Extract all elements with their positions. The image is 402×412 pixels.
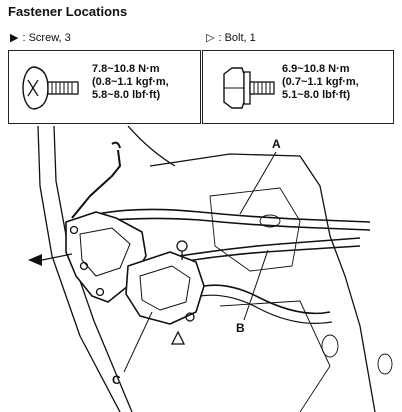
- callout-b-label: B: [236, 321, 245, 335]
- bolt-torque-spec: 6.9~10.8 N·m (0.7~1.1 kgf·m, 5.1~8.0 lbf…: [282, 63, 359, 102]
- actuator-bolt: [185, 312, 195, 322]
- marker-leader: [41, 253, 73, 261]
- cable-a: [97, 208, 371, 223]
- actuator-cable-2: [199, 294, 333, 324]
- open-triangle-icon: ▷: [206, 31, 215, 44]
- screw-icon: [22, 66, 79, 110]
- filled-triangle-marker: [28, 254, 42, 266]
- filled-triangle-icon: ▶: [10, 31, 19, 44]
- inner-panel-cutout: [209, 187, 301, 272]
- cable-b-lower: [179, 245, 361, 263]
- door-edge-line: [37, 126, 121, 412]
- legend-bolt-label: : Bolt, 1: [218, 32, 256, 44]
- inner-panel-lower: [219, 300, 331, 412]
- legend-screw: ▶ : Screw, 3: [10, 32, 71, 44]
- lock-rod: [71, 149, 121, 219]
- actuator-body: [125, 251, 205, 325]
- actuator-detail: [139, 265, 191, 311]
- page-title: Fastener Locations: [8, 4, 128, 19]
- door-frame-line: [127, 126, 176, 167]
- actuator-connector: [176, 240, 188, 252]
- screw-torque-spec: 7.8~10.8 N·m (0.8~1.1 kgf·m, 5.8~8.0 lbf…: [92, 63, 169, 102]
- callout-a-label: A: [272, 137, 281, 151]
- lock-rod-end: [111, 141, 121, 149]
- latch-detail: [79, 227, 131, 277]
- latch-screw-1: [69, 225, 79, 235]
- bolt-icon: [223, 67, 275, 109]
- screw-torque-kgf: (0.8~1.1 kgf·m,: [92, 76, 169, 88]
- bolt-torque-kgf: (0.7~1.1 kgf·m,: [282, 76, 359, 88]
- door-latch-diagram: A B C: [28, 126, 393, 412]
- latch-screw-3: [79, 261, 89, 271]
- open-triangle-marker: [170, 330, 186, 345]
- cable-b: [179, 237, 361, 257]
- bolt-torque-lbf: 5.1~8.0 lbf·ft): [282, 89, 351, 101]
- callout-a-leader: [239, 151, 277, 215]
- callout-c-label: C: [112, 373, 121, 387]
- cable-a-lower: [97, 217, 371, 231]
- screw-torque-nm: 7.8~10.8 N·m: [92, 63, 160, 75]
- callout-b-leader: [243, 249, 269, 321]
- panel-hole-1: [259, 214, 281, 228]
- bolt-torque-nm: 6.9~10.8 N·m: [282, 63, 350, 75]
- screw-torque-lbf: 5.8~8.0 lbf·ft): [92, 89, 161, 101]
- panel-hole-2: [321, 334, 339, 358]
- legend-screw-label: : Screw, 3: [22, 32, 71, 44]
- latch-screw-2: [95, 287, 105, 297]
- inner-panel-outline: [149, 153, 376, 412]
- legend-bolt: ▷ : Bolt, 1: [206, 32, 256, 44]
- callout-c-leader: [123, 311, 153, 373]
- panel-hole-3: [377, 353, 393, 375]
- actuator-cable: [203, 284, 331, 315]
